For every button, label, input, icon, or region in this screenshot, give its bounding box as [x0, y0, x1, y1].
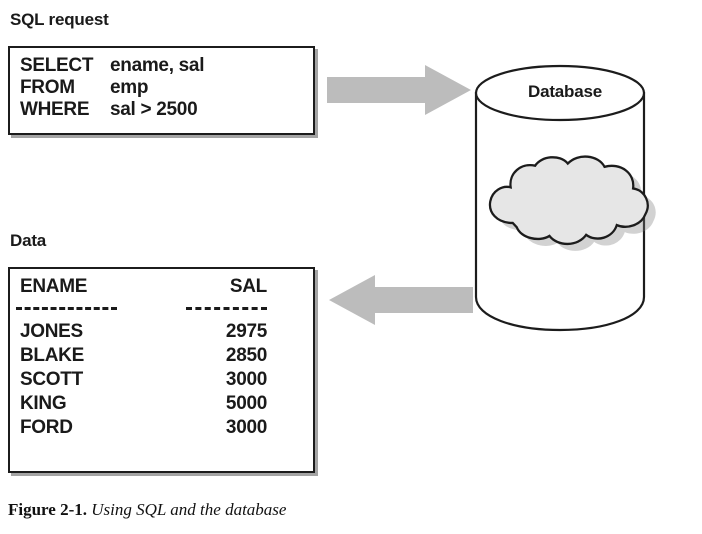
sql-keyword-where: WHERE: [20, 99, 90, 120]
figure-caption-number: Figure 2-1.: [8, 500, 88, 519]
data-result-box: ENAME SAL JONES 2975 BLAKE 2850 SCOTT 30…: [8, 267, 315, 473]
database-label: Database: [528, 82, 602, 101]
column-rule-ename: [16, 307, 117, 310]
column-rule-sal: [186, 307, 267, 310]
cloud-shape: [488, 155, 649, 246]
sql-value-where: sal > 2500: [110, 99, 198, 120]
table-row: 2850: [225, 345, 267, 366]
table-row: SCOTT: [20, 369, 83, 390]
table-row: 2975: [225, 321, 267, 342]
column-header-sal: SAL: [229, 276, 267, 297]
table-row: 3000: [225, 417, 267, 438]
database-cylinder: [474, 64, 656, 332]
sql-value-select: ename, sal: [110, 55, 205, 76]
table-row: 3000: [225, 369, 267, 390]
table-row: 5000: [225, 393, 267, 414]
arrow-right-request: [327, 65, 471, 115]
table-row: KING: [20, 393, 67, 414]
arrow-left-result: [329, 275, 473, 325]
sql-request-label: SQL request: [10, 10, 109, 29]
figure-caption-title: Using SQL and the database: [91, 500, 287, 519]
column-header-ename: ENAME: [20, 276, 88, 297]
table-row: FORD: [20, 417, 73, 438]
sql-keyword-select: SELECT: [20, 55, 94, 76]
sql-keyword-from: FROM: [20, 77, 75, 98]
table-row: BLAKE: [20, 345, 84, 366]
sql-value-from: emp: [110, 77, 149, 98]
table-row: JONES: [20, 321, 83, 342]
sql-request-box: SELECT ename, sal FROM emp WHERE sal > 2…: [8, 46, 315, 135]
figure-caption: Figure 2-1. Using SQL and the database: [8, 500, 286, 520]
data-result-label: Data: [10, 231, 47, 250]
